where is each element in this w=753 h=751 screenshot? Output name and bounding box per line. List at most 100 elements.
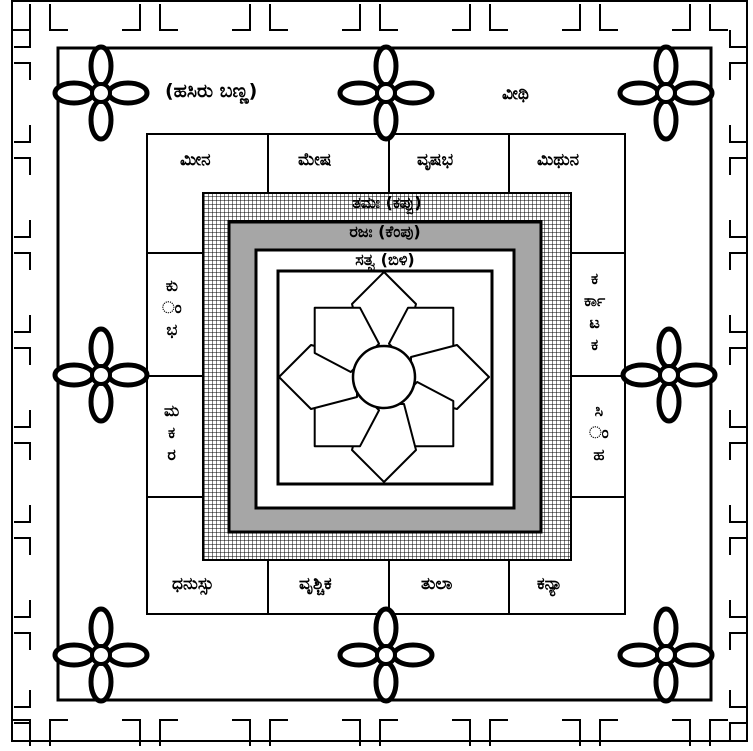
flower-ornament <box>340 47 432 139</box>
flower-petal <box>674 83 712 103</box>
rajas-band-label: ರಜಃ (ಕೆಂಪು) <box>229 222 541 242</box>
flower-petal <box>394 83 432 103</box>
flower-petal <box>376 101 396 139</box>
zodiac-kanya: ಕನ್ಯಾ <box>537 574 562 594</box>
flower-ornament <box>620 609 712 701</box>
flower-petal <box>91 383 111 421</box>
flower-petal <box>55 645 93 665</box>
fret-top-tab <box>342 4 398 30</box>
flower-center <box>92 84 110 102</box>
flower-petal <box>91 663 111 701</box>
fret-bottom-tab <box>452 720 508 746</box>
karkataka-syllable: ಟ <box>589 312 599 334</box>
flower-petal <box>109 645 147 665</box>
fret-right-tab <box>730 315 746 365</box>
flower-petal <box>620 83 658 103</box>
simha-syllable: ಂ <box>589 422 609 444</box>
flower-petal <box>376 663 396 701</box>
fret-top-tab <box>672 4 728 30</box>
makara-syllable: ಮ <box>164 400 179 422</box>
fret-top-tab <box>452 4 508 30</box>
fret-left-tab <box>14 505 30 555</box>
flower-ornament <box>55 609 147 701</box>
fret-bottom-tab <box>672 720 728 746</box>
fret-left-tab <box>14 315 30 365</box>
flower-petal <box>376 609 396 647</box>
flower-petal <box>656 47 676 85</box>
fret-right-tab <box>730 690 746 740</box>
flower-petal <box>674 645 712 665</box>
karkataka-syllable: ಕ <box>591 268 598 290</box>
makara-syllable: ರ <box>167 444 175 466</box>
fret-left-tab <box>14 220 30 270</box>
flower-petal <box>623 365 661 385</box>
flower-ornament <box>620 47 712 139</box>
flower-petal <box>109 365 147 385</box>
fret-top-tab <box>122 4 178 30</box>
makara-syllable: ಕ <box>168 422 175 444</box>
zodiac-meena: ಮೀನ <box>180 150 211 170</box>
flower-petal <box>394 645 432 665</box>
lotus-center <box>353 346 415 408</box>
fret-right-tab <box>730 410 746 460</box>
simha-syllable: ಹ <box>593 444 604 466</box>
flower-center <box>657 646 675 664</box>
flower-petal <box>656 609 676 647</box>
flower-petal <box>620 645 658 665</box>
flower-petal <box>91 101 111 139</box>
flower-center <box>660 366 678 384</box>
zodiac-karkataka: ಕ ರ್ಕಾ ಟ ಕ <box>584 268 605 356</box>
fret-right-tab <box>730 505 746 555</box>
karkataka-syllable: ರ್ಕಾ <box>584 290 605 312</box>
fret-top-tab <box>232 4 288 30</box>
zodiac-kumbha: ಕು ಂ ಭ <box>162 275 182 341</box>
flower-center <box>92 646 110 664</box>
fret-left-tab <box>14 30 30 80</box>
zodiac-vrushabha: ವೃಷಭ <box>417 150 453 170</box>
zodiac-mithuna: ಮಿಥುನ <box>537 150 579 170</box>
flower-center <box>377 646 395 664</box>
flower-petal <box>376 47 396 85</box>
fret-top-tab <box>12 4 68 30</box>
zodiac-tula: ತುಲಾ <box>421 574 452 594</box>
zodiac-makara: ಮ ಕ ರ <box>164 400 179 466</box>
fret-right-tab <box>730 600 746 650</box>
color-note-label: (ಹಸಿರು ಬಣ್ಣ) <box>165 80 257 102</box>
zodiac-dhanussu: ಧನುಸ್ಸು <box>172 574 214 594</box>
flower-petal <box>677 365 715 385</box>
flower-center <box>92 366 110 384</box>
fret-bottom-tab <box>342 720 398 746</box>
flower-petal <box>91 609 111 647</box>
fret-right-tab <box>730 220 746 270</box>
vithi-label: ವೀಥಿ <box>502 84 529 104</box>
fret-left-tab <box>14 600 30 650</box>
flower-petal <box>659 329 679 367</box>
fret-bottom-tab <box>232 720 288 746</box>
flower-petal <box>659 383 679 421</box>
flower-petal <box>656 101 676 139</box>
fret-bottom-tab <box>562 720 618 746</box>
kumbha-syllable: ಭ <box>166 319 177 341</box>
simha-syllable: ಸಿ <box>595 400 604 422</box>
flower-ornament <box>55 47 147 139</box>
zodiac-simha: ಸಿ ಂ ಹ <box>589 400 609 466</box>
flower-petal <box>55 83 93 103</box>
fret-bottom-tab <box>122 720 178 746</box>
flower-ornament <box>623 329 715 421</box>
fret-left-tab <box>14 690 30 740</box>
flower-petal <box>656 663 676 701</box>
fret-left-tab <box>14 410 30 460</box>
flower-center <box>657 84 675 102</box>
flower-center <box>377 84 395 102</box>
fret-left-tab <box>14 125 30 175</box>
zodiac-vrushchika: ವೃಶ್ಚಿಕ <box>299 574 332 594</box>
fret-right-tab <box>730 30 746 80</box>
flower-petal <box>91 47 111 85</box>
flower-petal <box>55 365 93 385</box>
flower-ornament <box>340 609 432 701</box>
flower-petal <box>91 329 111 367</box>
zodiac-mesha: ಮೇಷ <box>298 150 331 170</box>
fret-right-tab <box>730 125 746 175</box>
